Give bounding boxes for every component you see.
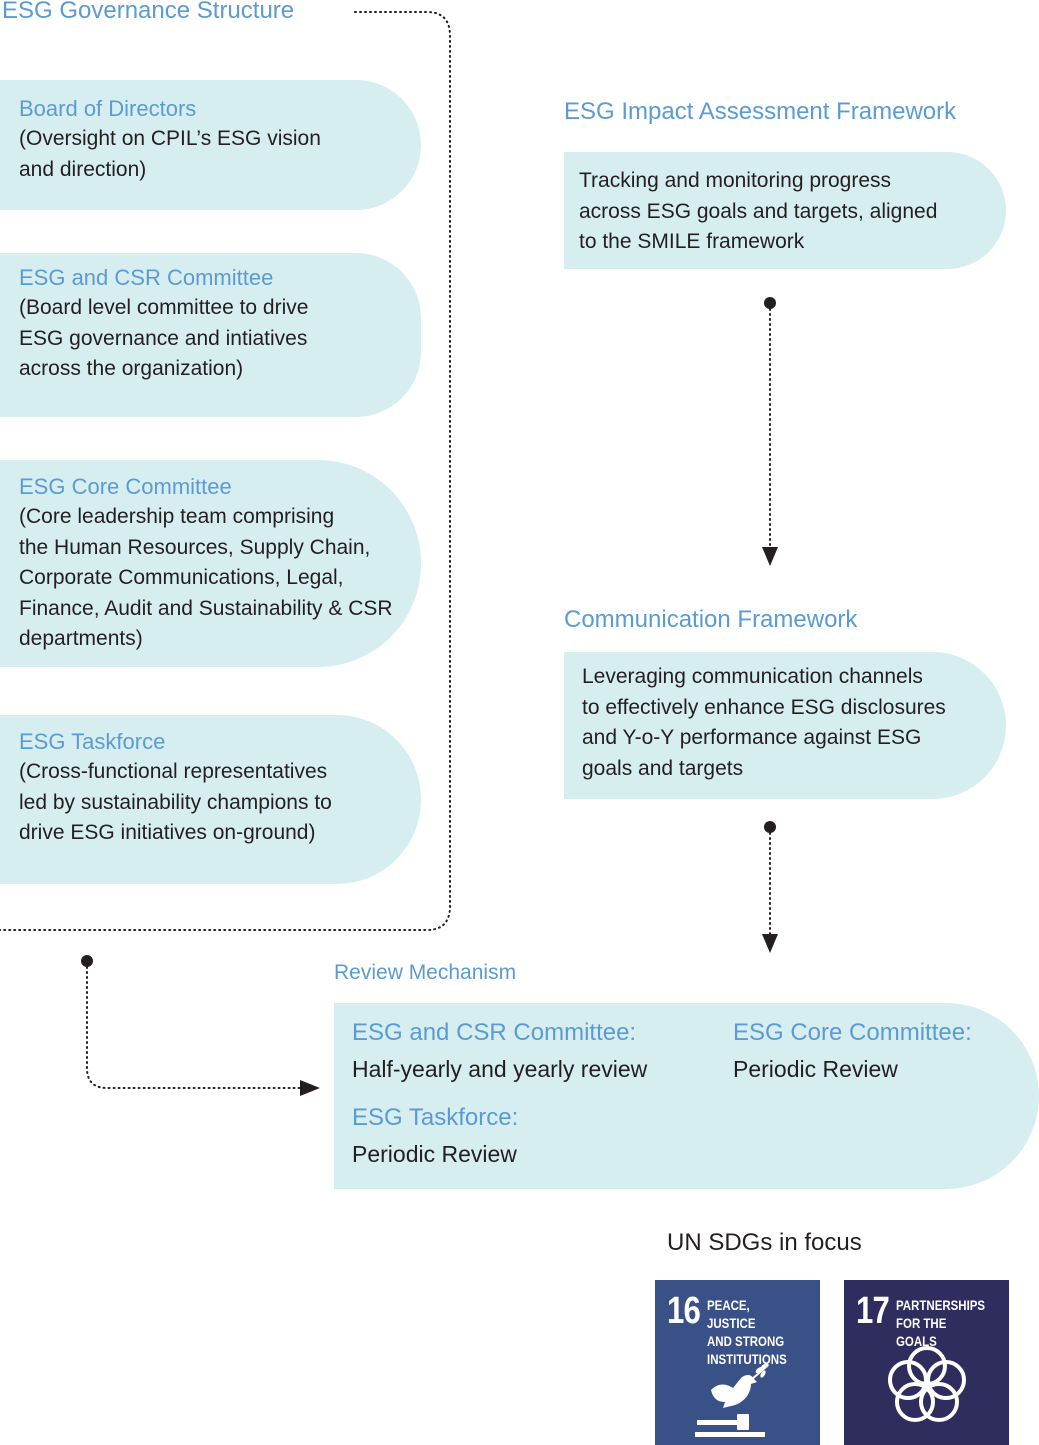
governance-item-title: ESG Taskforce [19, 729, 166, 754]
governance-connector-dot [81, 955, 93, 967]
sdg-number: 16 [667, 1290, 701, 1332]
sdg-label: PARTNERSHIPS FOR THE GOALS [896, 1297, 986, 1349]
governance-item-board: Board of Directors (Oversight on CPIL’s … [0, 80, 421, 210]
impact-title: ESG Impact Assessment Framework [564, 98, 957, 125]
communication-desc: Leveraging communication channels to eff… [582, 665, 946, 780]
governance-item-title: ESG and CSR Committee [19, 265, 274, 290]
sdgs-title: UN SDGs in focus [667, 1229, 862, 1256]
review-arrowhead-top [762, 934, 778, 953]
governance-item-desc: (Board level committee to drive ESG gove… [19, 296, 309, 380]
review-arrowhead-left [300, 1080, 320, 1096]
review-entry-heading: ESG and CSR Committee: [352, 1019, 637, 1046]
sdg-label: PEACE, JUSTICE AND STRONG INSTITUTIONS [707, 1297, 787, 1367]
review-box: ESG and CSR Committee: Half-yearly and y… [334, 1003, 1039, 1189]
interlocking-rings-icon [888, 1346, 966, 1422]
sdg-number: 17 [856, 1290, 890, 1332]
governance-item-title: ESG Core Committee [19, 474, 232, 499]
review-entry-heading: ESG Core Committee: [733, 1019, 972, 1046]
review-entry-value: Periodic Review [733, 1056, 898, 1082]
sdg-17-tile: 17 PARTNERSHIPS FOR THE GOALS [844, 1280, 1009, 1445]
governance-item-desc: (Core leadership team comprising the Hum… [19, 505, 393, 650]
communication-box: Leveraging communication channels to eff… [564, 652, 1006, 799]
governance-item-taskforce: ESG Taskforce (Cross-functional represen… [0, 715, 421, 884]
dove-gavel-icon [695, 1363, 769, 1437]
communication-title: Communication Framework [564, 606, 858, 633]
governance-item-core-committee: ESG Core Committee (Core leadership team… [0, 460, 421, 667]
review-entry-value: Periodic Review [352, 1141, 517, 1167]
governance-item-desc: (Oversight on CPIL’s ESG vision and dire… [19, 127, 321, 181]
review-entry-value: Half-yearly and yearly review [352, 1056, 648, 1082]
review-title: Review Mechanism [334, 961, 517, 984]
impact-connector-dot [764, 297, 776, 309]
impact-box: Tracking and monitoring progress across … [564, 152, 1006, 269]
governance-item-esg-csr-committee: ESG and CSR Committee (Board level commi… [0, 253, 421, 417]
governance-to-review-line [86, 961, 301, 1089]
sdg-16-tile: 16 PEACE, JUSTICE AND STRONG INSTITUTION… [655, 1280, 820, 1445]
review-entry-heading: ESG Taskforce: [352, 1104, 519, 1131]
communication-arrowhead [762, 547, 778, 566]
impact-desc: Tracking and monitoring progress across … [579, 169, 938, 253]
communication-connector-dot [764, 821, 776, 833]
governance-title: ESG Governance Structure [2, 0, 295, 24]
governance-bracket [0, 11, 451, 931]
governance-item-desc: (Cross-functional representatives led by… [19, 760, 332, 844]
governance-item-title: Board of Directors [19, 96, 197, 121]
